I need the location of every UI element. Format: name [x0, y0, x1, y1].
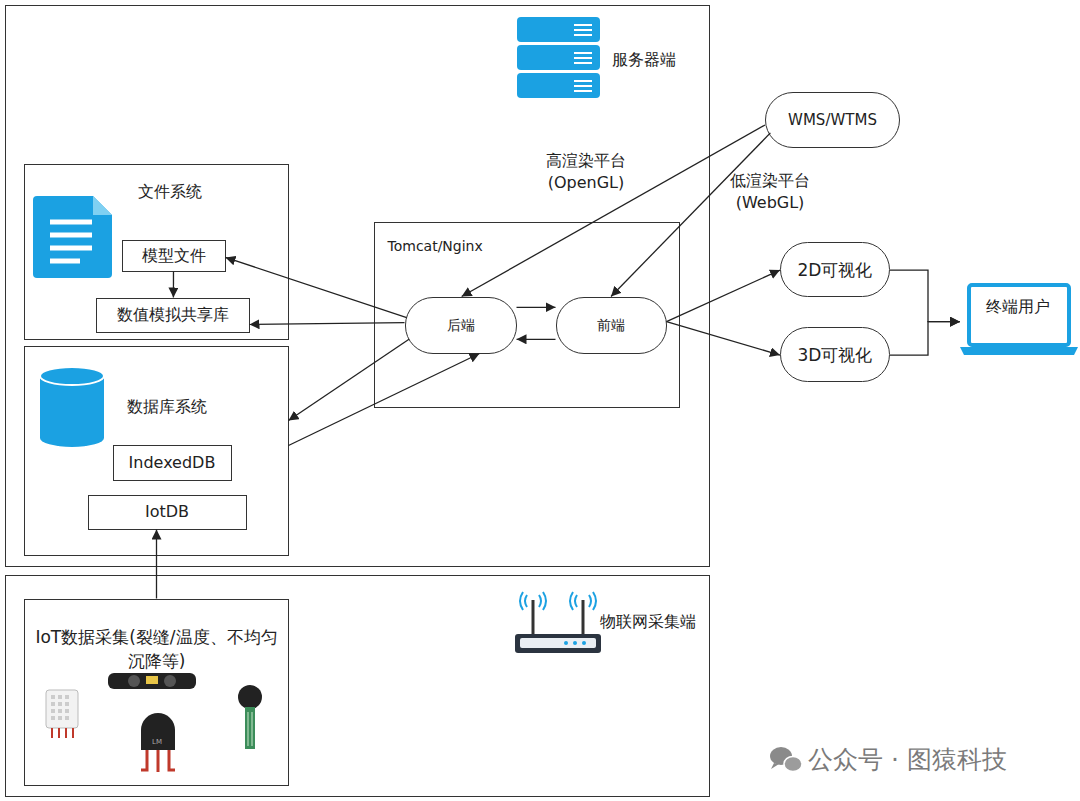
connector: [517, 307, 556, 308]
connector: [517, 339, 556, 340]
connector: [667, 270, 781, 322]
node-text: 物联网采集端: [600, 612, 696, 632]
process-box: IotDB: [88, 495, 247, 530]
sensor-icons: LM: [46, 673, 262, 772]
node-text: Tomcat/Nginx: [388, 236, 483, 256]
connector: [226, 257, 407, 317]
process-box: IndexedDB: [113, 445, 232, 481]
node-text: WMS/WTMS: [788, 110, 877, 130]
node-text: 数据库系统: [127, 397, 207, 417]
group-box: 文件系统模型文件数值模拟共享库: [24, 164, 289, 340]
node-text: 2D可视化: [798, 260, 873, 280]
group-box: IoT数据采集(裂缝/温度、不均匀沉降等): [24, 599, 289, 786]
collector-zone: 物联网采集端 IoT数据采集(裂缝/温度、不均匀沉降等): [5, 575, 710, 797]
process-box: 数值模拟共享库: [96, 298, 250, 333]
connector: [611, 133, 770, 297]
node-text: 文件系统: [138, 182, 202, 202]
terminator: 2D可视化: [780, 242, 890, 297]
group-box: Tomcat/Nginx 后端 前端: [374, 222, 680, 408]
terminator: 3D可视化: [780, 327, 890, 382]
connector: [890, 322, 960, 355]
terminator: WMS/WTMS: [765, 92, 900, 148]
process-box: 模型文件: [122, 240, 226, 272]
connector: [667, 322, 781, 356]
edge-label: 低渲染平台 (WebGL): [722, 170, 818, 214]
node-text: 数值模拟共享库: [117, 305, 229, 325]
node-text: 3D可视化: [798, 345, 873, 365]
database-icon: [40, 367, 104, 447]
svg-text:LM: LM: [152, 738, 162, 746]
node-text: IndexedDB: [129, 453, 216, 473]
connector: [890, 270, 960, 322]
server-zone: 服务器端文件系统模型文件数值模拟共享库数据库系统 IndexedDB IotDB To…: [5, 5, 710, 567]
terminator: 前端: [556, 297, 667, 354]
node-text: 前端: [597, 315, 625, 335]
laptop-icon: [960, 283, 1078, 356]
connector: [173, 272, 174, 298]
connector: [289, 354, 480, 446]
terminator: 后端: [405, 297, 517, 354]
laptop-node: 终端用户: [960, 283, 1078, 356]
group-box: 数据库系统 IndexedDB IotDB: [24, 346, 289, 556]
edge-label: 高渲染平台 (OpenGL): [540, 150, 632, 194]
server-icon: [517, 17, 600, 98]
node-text: IoT数据采集(裂缝/温度、不均匀沉降等): [32, 625, 282, 673]
router-icon: [515, 592, 601, 653]
watermark-icon: [770, 747, 802, 772]
connector: [462, 125, 765, 297]
watermark: 公众号 · 图猿科技: [808, 743, 1007, 776]
connector: [156, 530, 157, 599]
document-icon: [33, 196, 112, 278]
laptop-base: [960, 347, 1078, 355]
node-text: IotDB: [145, 502, 189, 522]
node-text: 服务器端: [612, 50, 676, 70]
laptop-screen: [969, 285, 1069, 345]
connector: [250, 323, 405, 325]
connector: [289, 339, 410, 420]
node-text: 后端: [447, 315, 475, 335]
node-text: 模型文件: [142, 246, 206, 266]
node-text: 终端用户: [986, 297, 1050, 317]
